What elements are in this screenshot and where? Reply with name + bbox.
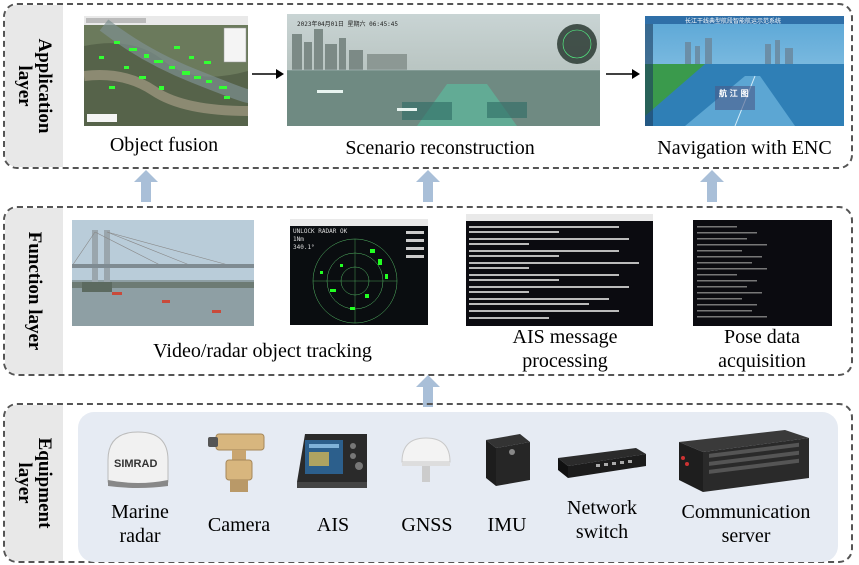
radar-tracking-image: UNLOCK RADAR OK 1Nm 340.1°	[290, 219, 428, 325]
function-layer-label: Function layer	[5, 208, 63, 374]
ais-caption: AIS	[316, 514, 350, 536]
simrad-brand: SIMRAD	[114, 458, 158, 470]
scenario-time-overlay: 2023年04月01日 星期六 06:45:45	[297, 21, 399, 28]
radar-status-text: UNLOCK RADAR OK	[293, 228, 348, 235]
video-tracking-image	[72, 220, 254, 326]
ais-processing-caption: AIS message processing	[512, 326, 618, 372]
marine-radar-image: SIMRAD	[104, 430, 172, 490]
marine-radar-caption: Marine radar	[111, 501, 169, 547]
application-layer-label: Application layer	[5, 5, 63, 167]
pose-acquisition-caption: Pose data acquisition	[718, 326, 806, 372]
ais-terminal-image	[466, 214, 653, 326]
up-arrow-icon	[416, 375, 440, 407]
network-switch-caption: Network switch	[567, 497, 637, 543]
enc-title-overlay: 长江干线典型航段智能航运示范系统	[685, 18, 782, 25]
equipment-layer: Equipment layer	[3, 403, 853, 563]
up-arrow-icon	[700, 170, 724, 202]
communication-server-image	[675, 428, 811, 494]
navigation-enc-caption: Navigation with ENC	[657, 137, 832, 159]
navigation-enc-image: 长江干线典型航段智能航运示范系统 航 江 图	[645, 16, 844, 126]
imu-caption: IMU	[487, 514, 527, 536]
scenario-reconstruction-caption: Scenario reconstruction	[345, 137, 535, 159]
camera-caption: Camera	[207, 514, 271, 536]
network-switch-image	[556, 444, 648, 480]
equipment-layer-label: Equipment layer	[5, 405, 63, 561]
camera-image	[206, 428, 270, 494]
communication-server-caption: Communication server	[681, 501, 811, 547]
right-arrow-icon	[606, 69, 640, 79]
pose-terminal-image	[693, 220, 832, 326]
up-arrow-icon	[416, 170, 440, 202]
up-arrow-icon	[134, 170, 158, 202]
imu-image	[482, 430, 532, 488]
right-arrow-icon	[252, 69, 284, 79]
ais-device-image	[295, 432, 371, 490]
enc-logo-overlay: 航 江 图	[719, 89, 749, 98]
object-fusion-caption: Object fusion	[109, 134, 219, 156]
radar-bearing-text: 340.1°	[293, 244, 315, 251]
video-radar-tracking-caption: Video/radar object tracking	[153, 340, 372, 362]
object-fusion-image	[84, 16, 248, 126]
application-layer: Application layer	[3, 3, 853, 169]
scenario-reconstruction-image: 2023年04月01日 星期六 06:45:45	[287, 14, 600, 126]
radar-range-text: 1Nm	[293, 236, 304, 243]
gnss-caption: GNSS	[401, 514, 453, 536]
gnss-image	[398, 436, 454, 484]
